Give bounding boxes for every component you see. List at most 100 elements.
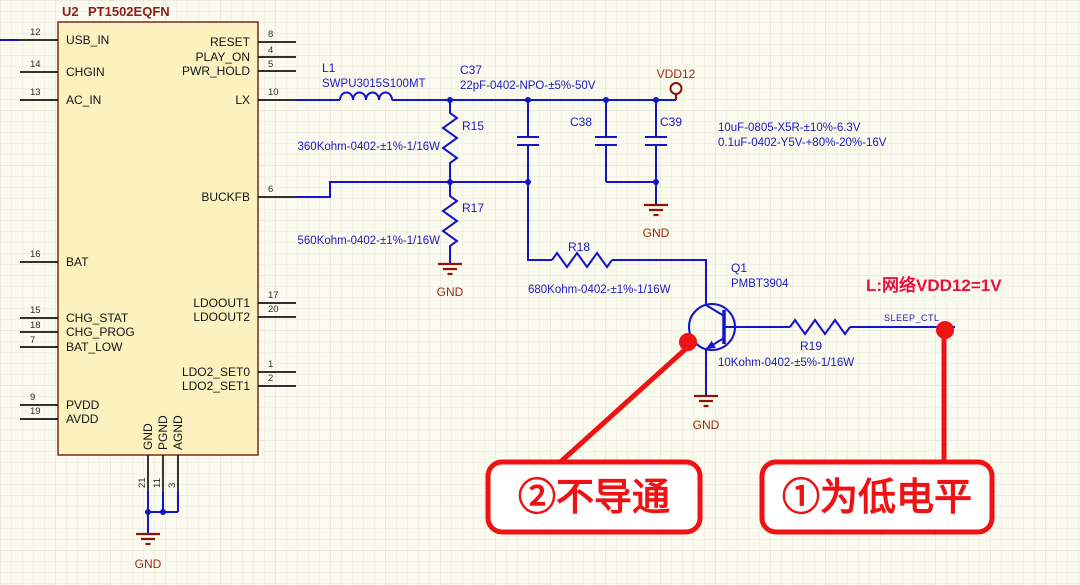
callout-text: ②不导通 (518, 474, 670, 519)
inductor-l1[interactable]: L1 SWPU3015S100MT (322, 61, 426, 101)
pin-number: 17 (268, 290, 279, 301)
ref-c38: C38 (570, 115, 592, 129)
pin-number: 10 (268, 87, 279, 98)
ref-q1: Q1 (731, 261, 747, 275)
value-r19: 10Kohm-0402-±5%-1/16W (718, 357, 854, 369)
ref-r18: R18 (568, 240, 590, 254)
pin-name: RESET (210, 35, 251, 49)
resistor-r18[interactable]: R18 680Kohm-0402-±1%-1/16W (528, 240, 671, 296)
pin-play-on[interactable]: 4 PLAY_ON (196, 45, 296, 64)
callout-not-conducting[interactable]: ②不导通 (485, 333, 703, 535)
callout-box[interactable] (485, 459, 703, 535)
power-port-vdd12[interactable]: VDD12 (657, 67, 696, 100)
ref-c39: C39 (660, 115, 682, 129)
pin-avdd[interactable]: 19 AVDD (20, 406, 99, 426)
pin-ldoout2[interactable]: 20 LDOOUT2 (193, 304, 296, 324)
pin-agnd[interactable]: AGND 3 (167, 415, 185, 492)
callout-text: ①为低电平 (782, 474, 972, 519)
q1-emitter-arrow (706, 340, 716, 349)
pin-number: 8 (268, 29, 273, 40)
pin-name: LDO2_SET1 (182, 379, 250, 393)
pin-number: 3 (167, 483, 178, 488)
pin-pvdd[interactable]: 9 PVDD (20, 392, 100, 412)
gnd-port-chip[interactable]: GND (135, 532, 162, 571)
pin-name: BAT (66, 255, 89, 269)
pin-number: 11 (152, 478, 163, 488)
wire-bottom-gnd[interactable] (147, 492, 179, 534)
resistor-r19[interactable]: R19 10Kohm-0402-±5%-1/16W (718, 318, 854, 369)
pin-name: PVDD (66, 398, 100, 412)
net-label-sleep-ctl[interactable]: SLEEP_CTL (884, 313, 940, 323)
ref-r17: R17 (462, 201, 484, 215)
pin-bat-low[interactable]: 7 BAT_LOW (20, 335, 123, 354)
capacitor-c37[interactable]: C37 22pF-0402-NPO-±5%-50V (460, 63, 596, 182)
value-l1: SWPU3015S100MT (322, 78, 426, 90)
value-c38-c39-line1: 10uF-0805-X5R-±10%-6.3V (718, 122, 861, 134)
pin-chg-stat[interactable]: 15 CHG_STAT (20, 305, 129, 325)
pin-name: AC_IN (66, 93, 101, 107)
pin-gnd[interactable]: GND 21 (137, 423, 155, 492)
capacitor-c38[interactable]: C38 (570, 100, 617, 182)
value-q1: PMBT3904 (731, 278, 789, 290)
pin-name: CHG_STAT (66, 311, 129, 325)
ic-u2[interactable]: U2 PT1502EQFN (57, 4, 259, 456)
value-r18: 680Kohm-0402-±1%-1/16W (528, 284, 671, 296)
callout-dot (936, 321, 954, 339)
pin-ldo2-set1[interactable]: 2 LDO2_SET1 (182, 373, 296, 393)
gnd-port-q1[interactable]: GND (693, 394, 720, 432)
pin-name: AVDD (66, 412, 99, 426)
pin-name: PGND (156, 415, 170, 450)
callout-box[interactable] (759, 459, 995, 535)
net-wires[interactable] (0, 39, 955, 534)
pin-number: 7 (30, 335, 35, 346)
pin-number: 21 (137, 477, 148, 488)
pin-name: GND (141, 423, 155, 450)
pin-reset[interactable]: 8 RESET (210, 29, 296, 49)
ic-designator: U2 (62, 4, 79, 19)
pin-name: PWR_HOLD (182, 64, 250, 78)
gnd-port-caps[interactable]: GND (643, 203, 670, 240)
pin-number: 9 (30, 392, 35, 403)
callout-line (553, 342, 693, 469)
gnd-label: GND (437, 285, 464, 299)
ic-part-number: PT1502EQFN (88, 4, 170, 19)
pin-pwr-hold[interactable]: 5 PWR_HOLD (182, 59, 296, 78)
resistor-r17[interactable]: R17 560Kohm-0402-±1%-1/16W (298, 182, 485, 264)
pin-name: AGND (171, 415, 185, 450)
wire-r18-branch[interactable] (527, 182, 707, 305)
value-c38-c39-line2: 0.1uF-0402-Y5V-+80%-20%-16V (718, 137, 887, 149)
resistor-r15[interactable]: R15 360Kohm-0402-±1%-1/16W (298, 100, 485, 182)
pin-ldoout1[interactable]: 17 LDOOUT1 (193, 290, 296, 310)
pin-name: LDO2_SET0 (182, 365, 250, 379)
pin-name: LDOOUT1 (193, 296, 250, 310)
pin-number: 12 (30, 27, 41, 38)
gnd-port-r17[interactable]: GND (437, 262, 464, 299)
pin-chgin[interactable]: 14 CHGIN (20, 59, 105, 79)
transistor-q1[interactable]: Q1 PMBT3904 (688, 261, 789, 351)
ref-l1: L1 (322, 61, 336, 75)
pin-bat[interactable]: 16 BAT (20, 249, 89, 269)
callout-dot (679, 333, 697, 351)
pin-ldo2-set0[interactable]: 1 LDO2_SET0 (182, 359, 296, 379)
value-r15: 360Kohm-0402-±1%-1/16W (298, 141, 441, 153)
gnd-label: GND (135, 557, 162, 571)
pin-number: 14 (30, 59, 41, 70)
ic-body[interactable] (57, 21, 259, 456)
pin-lx[interactable]: 10 LX (235, 87, 296, 107)
vdd12-circle (669, 82, 683, 95)
pin-number: 5 (268, 59, 273, 70)
pin-ac-in[interactable]: 13 AC_IN (20, 87, 101, 107)
wire-buckfb-rail[interactable] (296, 181, 528, 198)
pin-number: 6 (268, 184, 273, 195)
callout-low-level[interactable]: ①为低电平 (759, 321, 995, 535)
pin-number: 13 (30, 87, 41, 98)
pin-usb-in[interactable]: 12 USB_IN (20, 27, 109, 47)
pin-buckfb[interactable]: 6 BUCKFB (201, 184, 296, 204)
capacitor-c39[interactable]: C39 (645, 100, 682, 182)
pin-number: 18 (30, 320, 41, 331)
gnd-label: GND (643, 226, 670, 240)
pin-chg-prog[interactable]: 18 CHG_PROG (20, 320, 135, 339)
pin-name: PLAY_ON (196, 50, 250, 64)
pin-pgnd[interactable]: PGND 11 (152, 415, 170, 492)
